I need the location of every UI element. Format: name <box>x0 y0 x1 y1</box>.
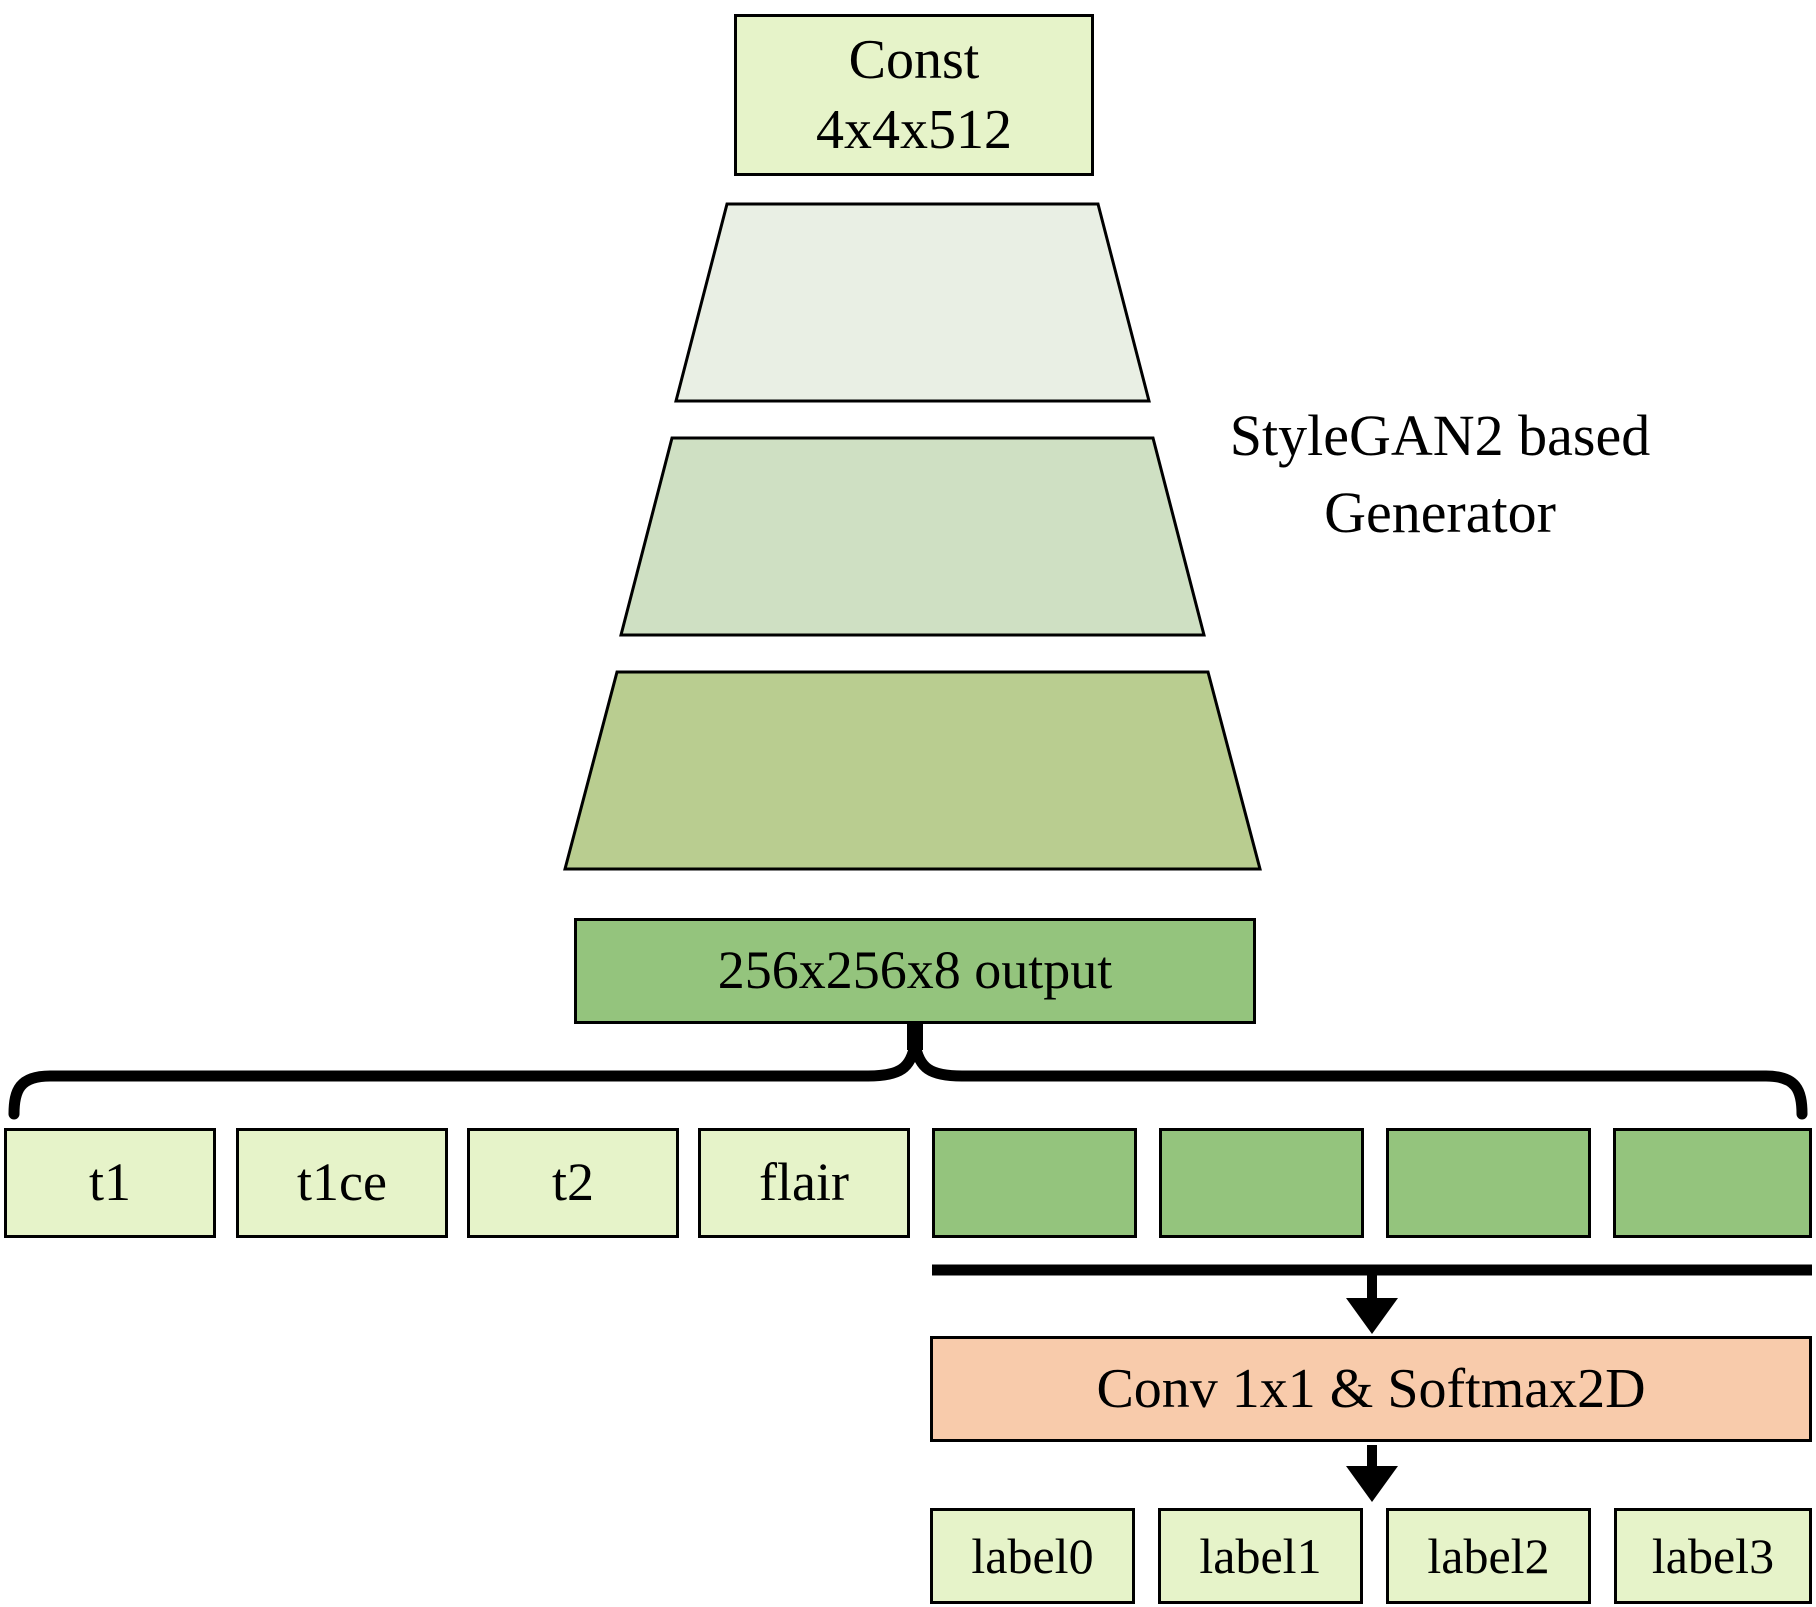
label-box-text: label1 <box>1199 1527 1322 1584</box>
modality-label: flair <box>759 1152 849 1213</box>
label-box-text: label3 <box>1651 1527 1775 1584</box>
label-box-2: label2 <box>1386 1508 1591 1604</box>
generator-label: StyleGAN2 based Generator <box>1150 398 1730 551</box>
modality-box-t1: t1 <box>4 1128 216 1238</box>
label-box-text: label0 <box>971 1527 1094 1584</box>
split-brace <box>8 1042 1808 1120</box>
const-box-line1: Const <box>848 29 980 91</box>
generator-label-line2: Generator <box>1324 479 1556 545</box>
channel-box <box>932 1128 1137 1238</box>
label-box-1: label1 <box>1158 1508 1363 1604</box>
modality-label: t2 <box>551 1152 594 1213</box>
label-box-text: label2 <box>1427 1527 1550 1584</box>
generator-trapezoid-middle <box>619 436 1206 637</box>
channel-box <box>1386 1128 1591 1238</box>
label-box-3: label3 <box>1614 1508 1812 1604</box>
generator-trapezoid-top <box>674 202 1151 403</box>
modality-label: t1 <box>88 1152 131 1213</box>
conv-softmax-box: Conv 1x1 & Softmax2D <box>930 1336 1812 1442</box>
arrow-to-conv-head <box>1346 1298 1398 1334</box>
output-box: 256x256x8 output <box>574 918 1256 1024</box>
modality-box-t2: t2 <box>467 1128 679 1238</box>
output-box-label: 256x256x8 output <box>717 940 1113 1001</box>
arrow-to-labels-head <box>1346 1466 1398 1502</box>
const-box-line2: 4x4x512 <box>816 99 1012 161</box>
generator-trapezoid-bottom <box>563 670 1262 871</box>
conv-softmax-label: Conv 1x1 & Softmax2D <box>1096 1358 1646 1420</box>
generator-label-line1: StyleGAN2 based <box>1229 403 1651 468</box>
modality-label: t1ce <box>297 1152 387 1213</box>
modality-box-t1ce: t1ce <box>236 1128 448 1238</box>
channel-box <box>1159 1128 1364 1238</box>
label-box-0: label0 <box>930 1508 1135 1604</box>
channel-box <box>1613 1128 1812 1238</box>
const-input-box: Const 4x4x512 <box>734 14 1094 176</box>
modality-box-flair: flair <box>698 1128 910 1238</box>
